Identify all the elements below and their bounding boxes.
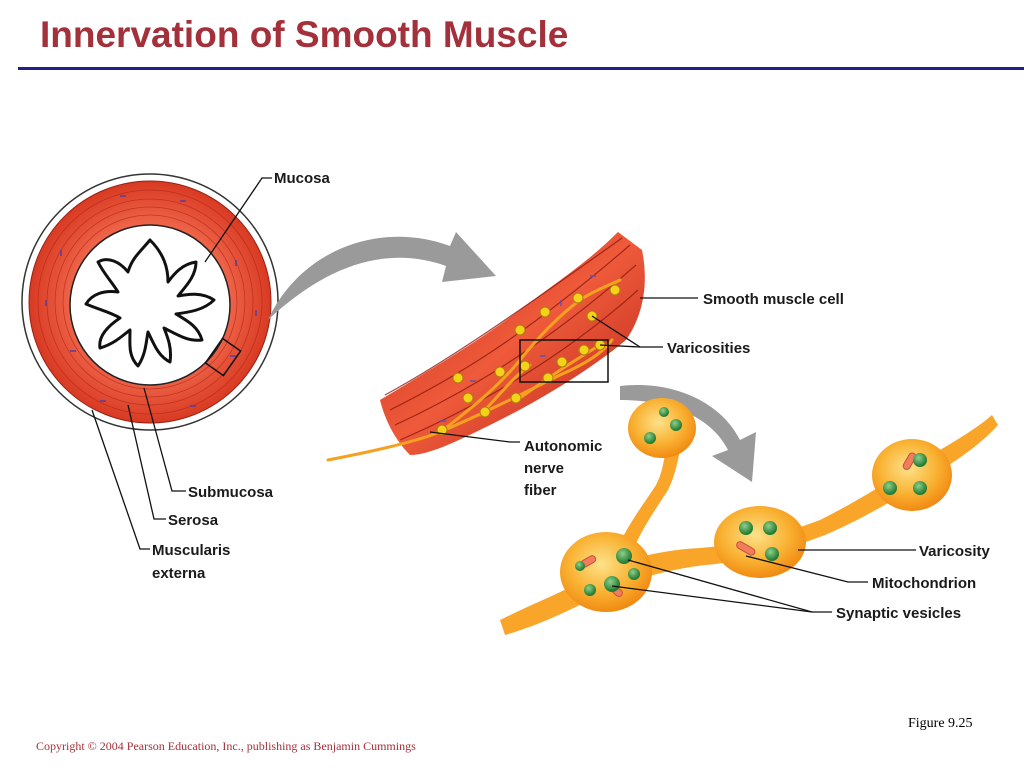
label-serosa: Serosa (168, 512, 219, 529)
label-fiber: fiber (524, 482, 557, 499)
tube-cross-section (21, 173, 279, 431)
slide-title: Innervation of Smooth Muscle (40, 14, 569, 55)
copyright-notice: Copyright © 2004 Pearson Education, Inc.… (36, 739, 416, 753)
label-mitochondrion: Mitochondrion (872, 575, 976, 592)
zoom-arrow-2 (620, 384, 756, 482)
label-nerve: nerve (524, 460, 564, 477)
zoom-box (519, 339, 609, 383)
label-submucosa: Submucosa (188, 484, 274, 501)
label-synaptic-vesicles: Synaptic vesicles (836, 605, 961, 622)
label-muscularis: Muscularis (152, 542, 230, 559)
label-varicosity: Varicosity (919, 543, 991, 560)
title-divider (18, 67, 1024, 70)
label-muscularis-externa: externa (152, 565, 206, 582)
varicosity-chain (500, 398, 998, 635)
figure-number: Figure 9.25 (908, 716, 973, 731)
label-autonomic: Autonomic (524, 438, 602, 455)
muscle-band (380, 232, 645, 455)
label-mucosa: Mucosa (274, 170, 331, 187)
zoom-arrow-1 (268, 232, 496, 320)
label-varicosities: Varicosities (667, 340, 750, 357)
varicosity-dots (436, 284, 621, 436)
label-smooth-muscle-cell: Smooth muscle cell (703, 291, 844, 308)
